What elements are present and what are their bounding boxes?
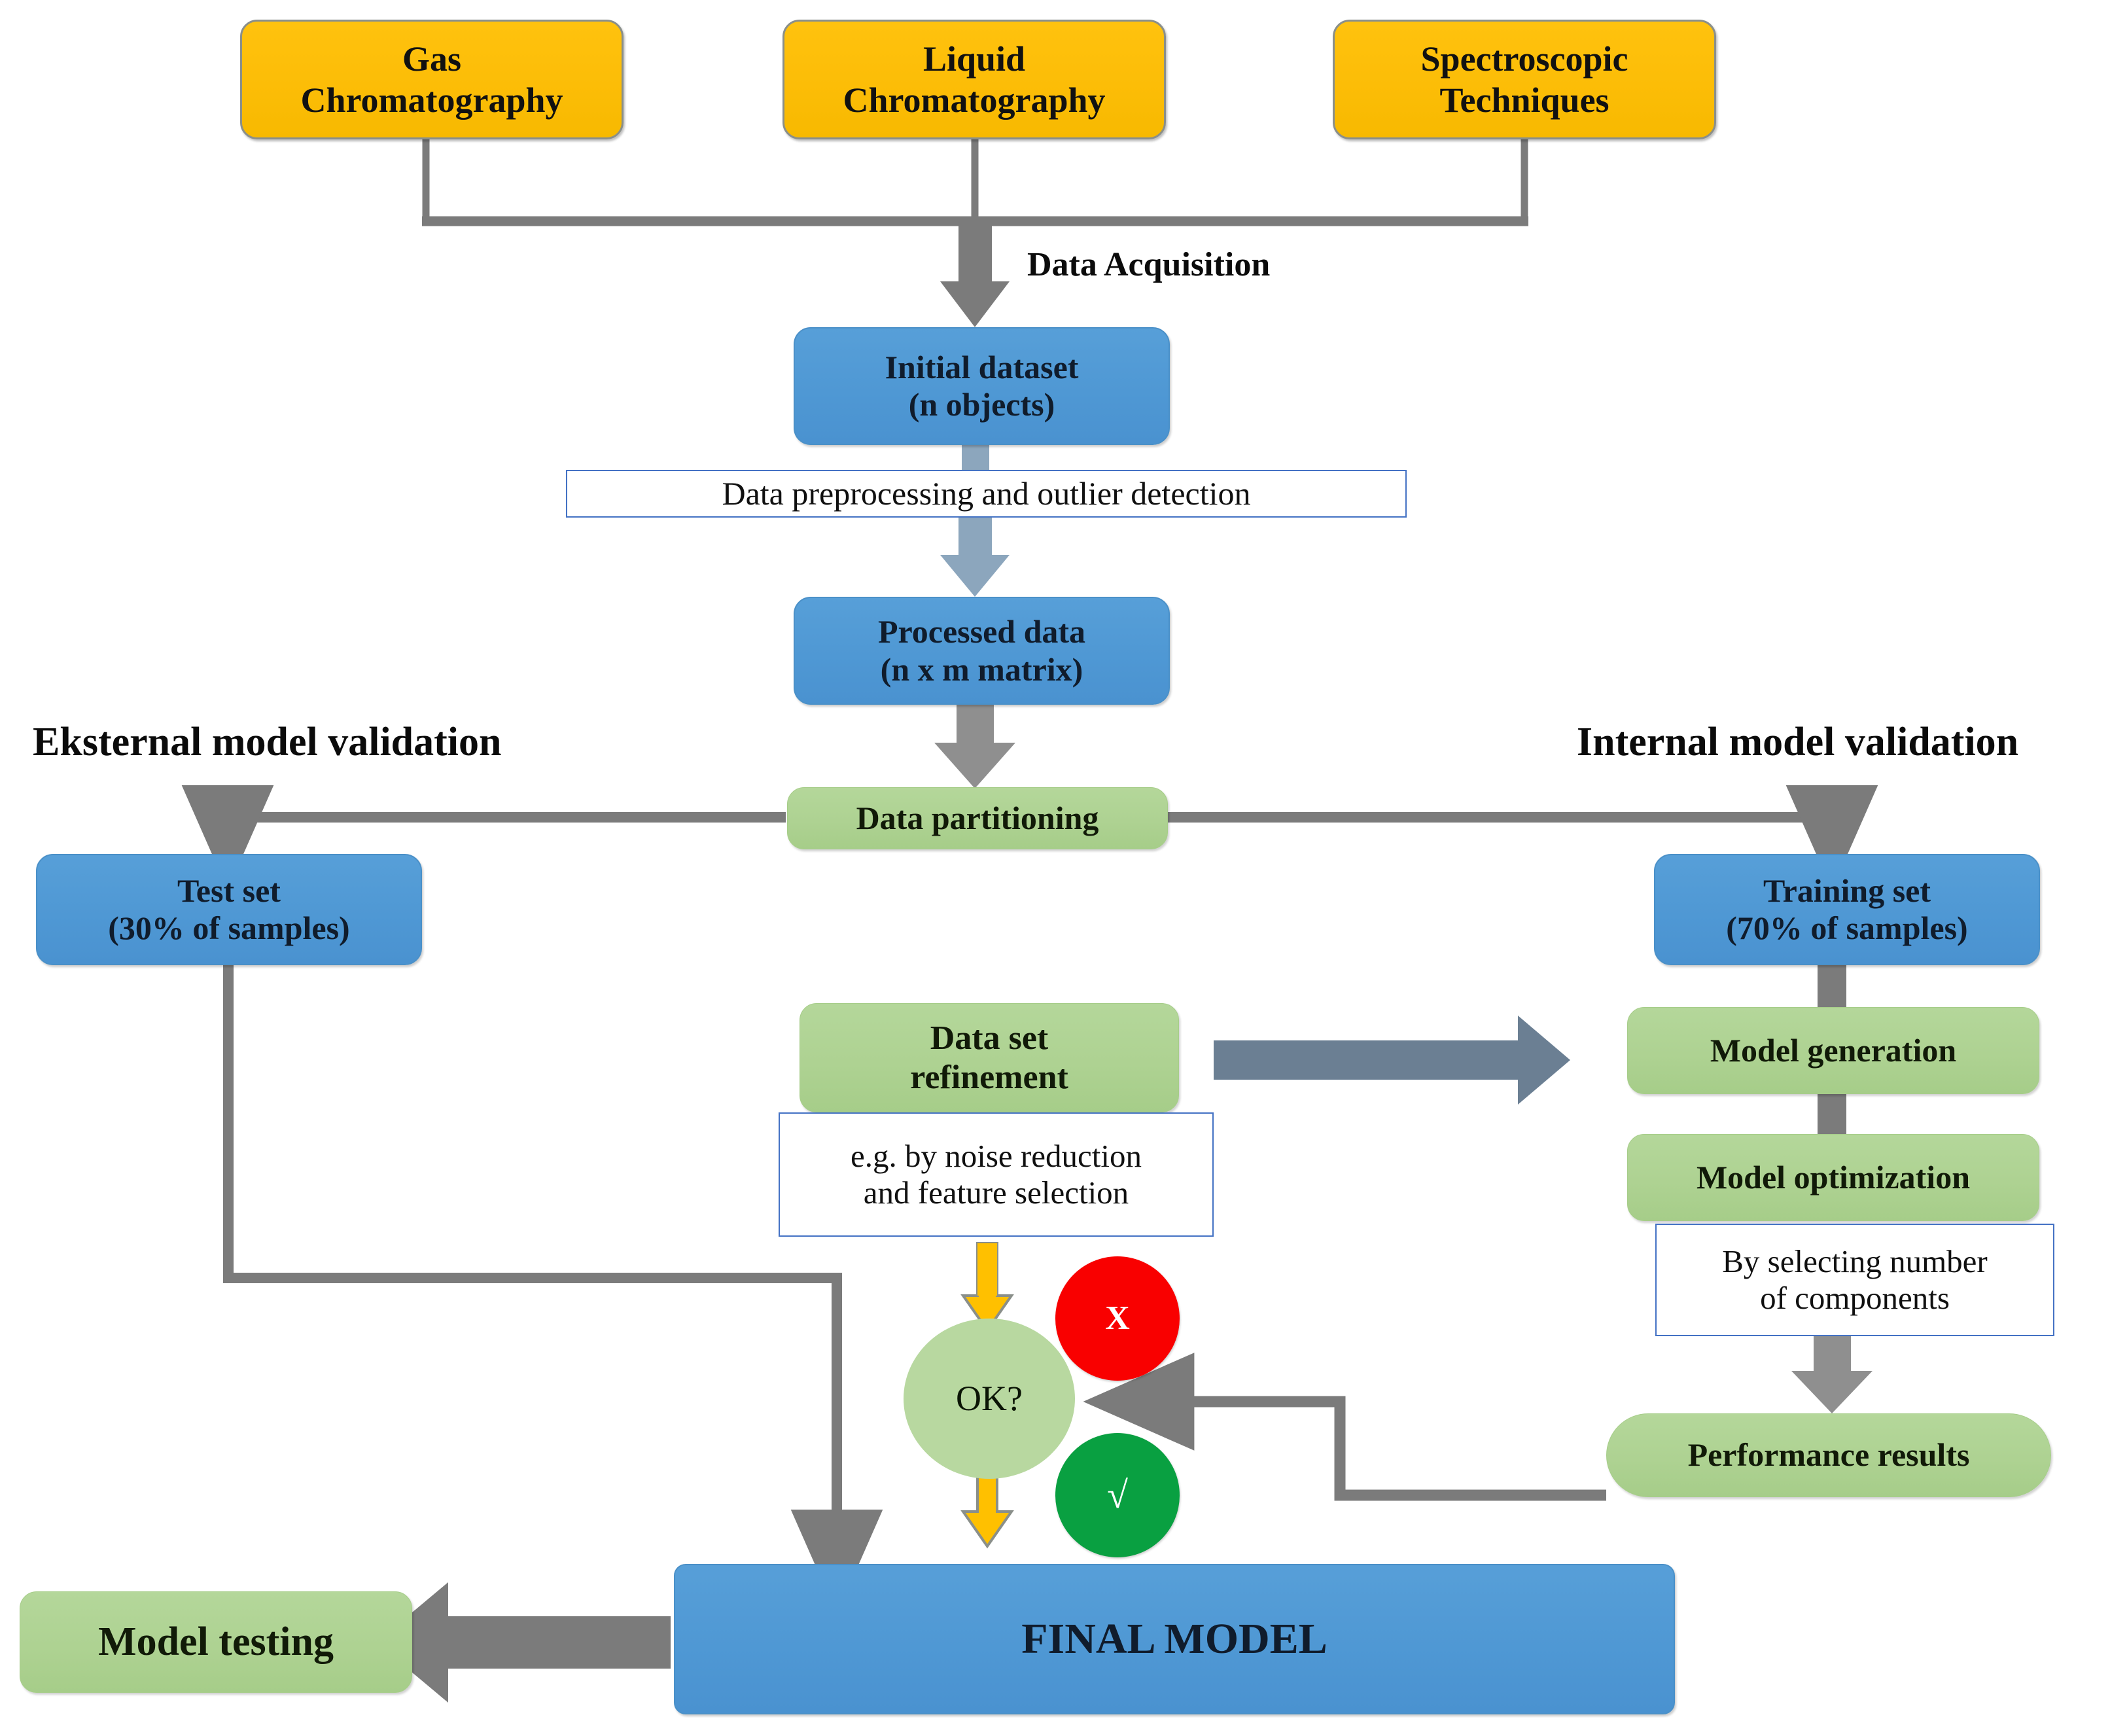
status-circle-fail: X [1055,1256,1180,1381]
components-note-text: By selecting number of components [1722,1243,1988,1317]
initial-dataset-line2: (n objects) [908,386,1055,423]
arrow-processed-to-partition [934,703,1015,788]
processed-data-label: Processed data (n x m matrix) [878,613,1085,688]
node-data-set-refinement[interactable]: Data set refinement [800,1003,1179,1112]
final-model-label: FINAL MODEL [1021,1615,1328,1663]
performance-results-label: Performance results [1687,1436,1970,1474]
source-line1: Spectroscopic [1420,39,1628,79]
refinement-line1: Data set [930,1019,1049,1057]
arrow-initial-to-preprocess [962,444,989,472]
initial-dataset-line1: Initial dataset [885,348,1079,385]
source-line1: Gas [402,39,462,79]
internal-heading-text: Internal model validation [1577,720,2019,765]
node-test-set[interactable]: Test set (30% of samples) [36,854,422,965]
model-optimization-label: Model optimization [1696,1158,1971,1196]
processed-data-line1: Processed data [877,613,1086,650]
model-generation-label: Model generation [1710,1031,1957,1069]
refinement-label: Data set refinement [910,1019,1068,1097]
data-partitioning-label: Data partitioning [856,799,1099,836]
source-box-spectroscopic-techniques[interactable]: Spectroscopic Techniques [1333,20,1716,139]
test-set-label: Test set (30% of samples) [108,872,349,948]
fail-symbol: X [1105,1300,1130,1337]
refinement-note-line2: and feature selection [863,1175,1129,1211]
node-model-optimization[interactable]: Model optimization [1627,1134,2039,1221]
refinement-note-line1: e.g. by noise reduction [851,1137,1142,1174]
source-line1: Liquid [923,39,1026,79]
source-line2: Techniques [1439,80,1609,120]
arrow-performance-to-ok [1083,1353,1606,1501]
source-line2: Chromatography [843,80,1106,120]
source-label-liquid: Liquid Chromatography [843,39,1105,120]
training-set-line1: Training set [1763,872,1931,909]
heading-internal-model-validation: Internal model validation [1577,717,2110,769]
note-preprocessing-outlier-detection: Data preprocessing and outlier detection [566,470,1407,518]
source-label-gas: Gas Chromatography [300,39,563,120]
refinement-note-text: e.g. by noise reduction and feature sele… [851,1138,1142,1212]
source-box-liquid-chromatography[interactable]: Liquid Chromatography [782,20,1166,139]
arrow-data-acquisition [940,221,1010,327]
arrow-final-to-testing [376,1582,671,1703]
components-note-line2: of components [1760,1280,1950,1316]
arrow-test-to-final [223,965,883,1614]
node-model-testing[interactable]: Model testing [20,1591,412,1693]
source-line2: Chromatography [300,80,563,120]
data-acquisition-text: Data Acquisition [1027,246,1271,284]
note-refinement-methods: e.g. by noise reduction and feature sele… [779,1112,1214,1237]
node-model-generation[interactable]: Model generation [1627,1007,2039,1094]
node-performance-results[interactable]: Performance results [1606,1413,2051,1497]
arrow-note-to-performance [1791,1335,1873,1413]
processed-data-line2: (n x m matrix) [880,650,1083,688]
node-final-model[interactable]: FINAL MODEL [674,1564,1675,1714]
node-decision-ok[interactable]: OK? [904,1319,1075,1479]
external-heading-text: Eksternal model validation [33,720,502,765]
connector-generation-to-optimization [1818,1093,1846,1135]
heading-external-model-validation: Eksternal model validation [33,717,622,769]
node-processed-data[interactable]: Processed data (n x m matrix) [794,597,1170,705]
test-set-line1: Test set [177,872,281,909]
node-initial-dataset[interactable]: Initial dataset (n objects) [794,327,1170,445]
node-training-set[interactable]: Training set (70% of samples) [1654,854,2040,965]
training-set-line2: (70% of samples) [1726,910,1968,946]
arrow-preprocess-to-processed [940,517,1010,597]
refinement-line2: refinement [910,1058,1068,1096]
model-testing-label: Model testing [98,1619,334,1664]
connector-training-to-generation [1818,965,1846,1007]
initial-dataset-label: Initial dataset (n objects) [885,349,1079,424]
status-circle-pass: √ [1055,1433,1180,1557]
preprocessing-note-text: Data preprocessing and outlier detection [722,474,1251,512]
arrow-refinement-to-generation [1214,1016,1570,1105]
edge-label-data-acquisition: Data Acquisition [1027,242,1367,288]
source-box-gas-chromatography[interactable]: Gas Chromatography [240,20,624,139]
note-number-of-components: By selecting number of components [1655,1224,2054,1336]
node-data-partitioning[interactable]: Data partitioning [787,787,1168,849]
test-set-line2: (30% of samples) [108,910,350,946]
source-label-spectroscopic: Spectroscopic Techniques [1421,39,1628,120]
pass-symbol: √ [1107,1473,1128,1516]
training-set-label: Training set (70% of samples) [1726,872,1967,948]
arrow-partition-to-test [181,785,786,890]
source-bus [422,139,1528,226]
components-note-line1: By selecting number [1722,1243,1988,1279]
arrow-partition-to-training [1167,785,1878,890]
decision-label: OK? [956,1379,1023,1419]
